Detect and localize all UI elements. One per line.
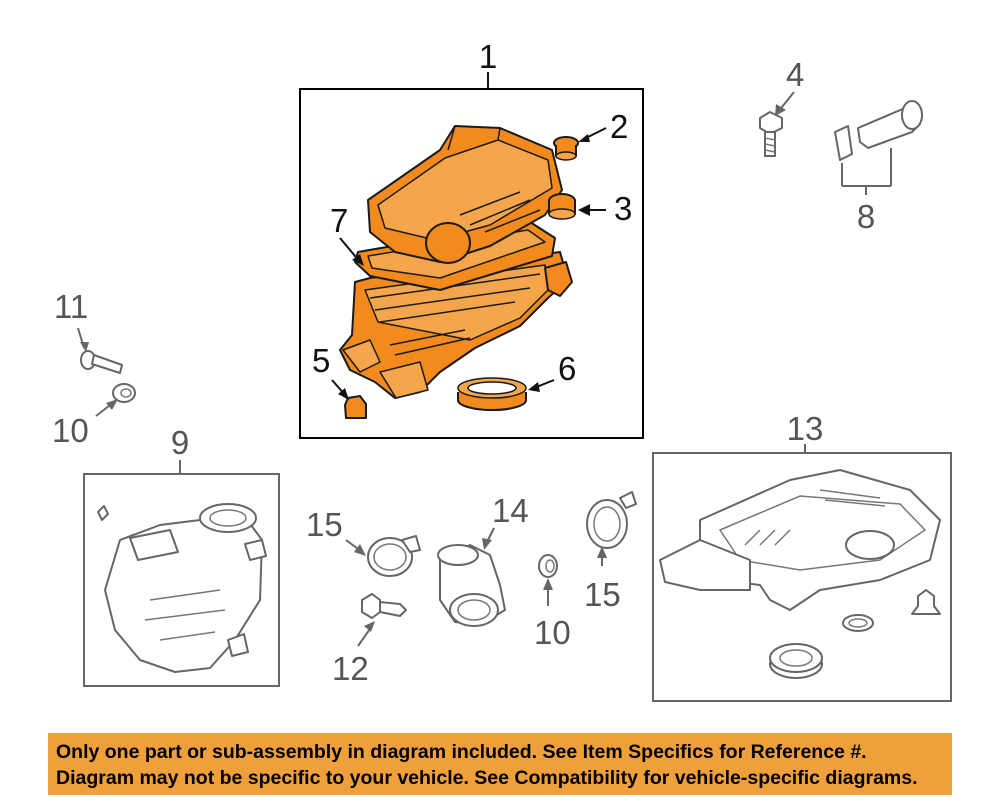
callout-11: 11: [54, 288, 88, 325]
bolt-4: 4: [759, 56, 804, 157]
parts-diagram: 1 2: [52, 38, 952, 702]
callout-7: 7: [330, 202, 348, 239]
callout-5: 5: [312, 342, 330, 379]
callout-3: 3: [614, 190, 632, 227]
disclaimer-line-1: Only one part or sub-assembly in diagram…: [56, 741, 867, 763]
air-cleaner-assembly-group: 1 2: [299, 38, 644, 439]
callout-6: 6: [558, 350, 576, 387]
disclaimer-line-2: Diagram may not be specific to your vehi…: [56, 767, 918, 789]
callout-8: 8: [857, 198, 875, 235]
callout-15-right: 15: [584, 576, 621, 613]
callout-10-left: 10: [52, 412, 89, 449]
sensor-8: 8: [834, 100, 923, 235]
grommet-2: [553, 136, 579, 161]
callout-1: 1: [479, 38, 497, 75]
intake-duct-9-group: 9: [83, 424, 280, 687]
callout-2: 2: [610, 108, 628, 145]
upper-cover: [367, 125, 563, 264]
grommet-10-left: 10: [52, 383, 136, 449]
bushing-3: [548, 193, 576, 220]
disclaimer-banner: Only one part or sub-assembly in diagram…: [48, 733, 952, 795]
grommet-10-middle: 10: [534, 554, 571, 651]
callout-4: 4: [786, 56, 804, 93]
cleaner-frame: [652, 452, 952, 702]
clip-12: 12: [332, 593, 407, 687]
bolt-11: 11: [54, 288, 123, 374]
duct-frame: [83, 473, 280, 687]
callout-14: 14: [492, 492, 529, 529]
callout-10-middle: 10: [534, 614, 571, 651]
seal-ring-6: [457, 377, 527, 411]
clamp-15-left: 15: [306, 506, 421, 577]
assembly-frame: [299, 88, 644, 439]
callout-9: 9: [171, 424, 189, 461]
callout-15-left: 15: [306, 506, 343, 543]
callout-13: 13: [787, 410, 824, 447]
callout-12: 12: [332, 650, 369, 687]
hose-14: 14: [437, 492, 529, 627]
air-cleaner-13-group: 13: [652, 410, 952, 702]
clamp-15-right: 15: [584, 491, 637, 613]
